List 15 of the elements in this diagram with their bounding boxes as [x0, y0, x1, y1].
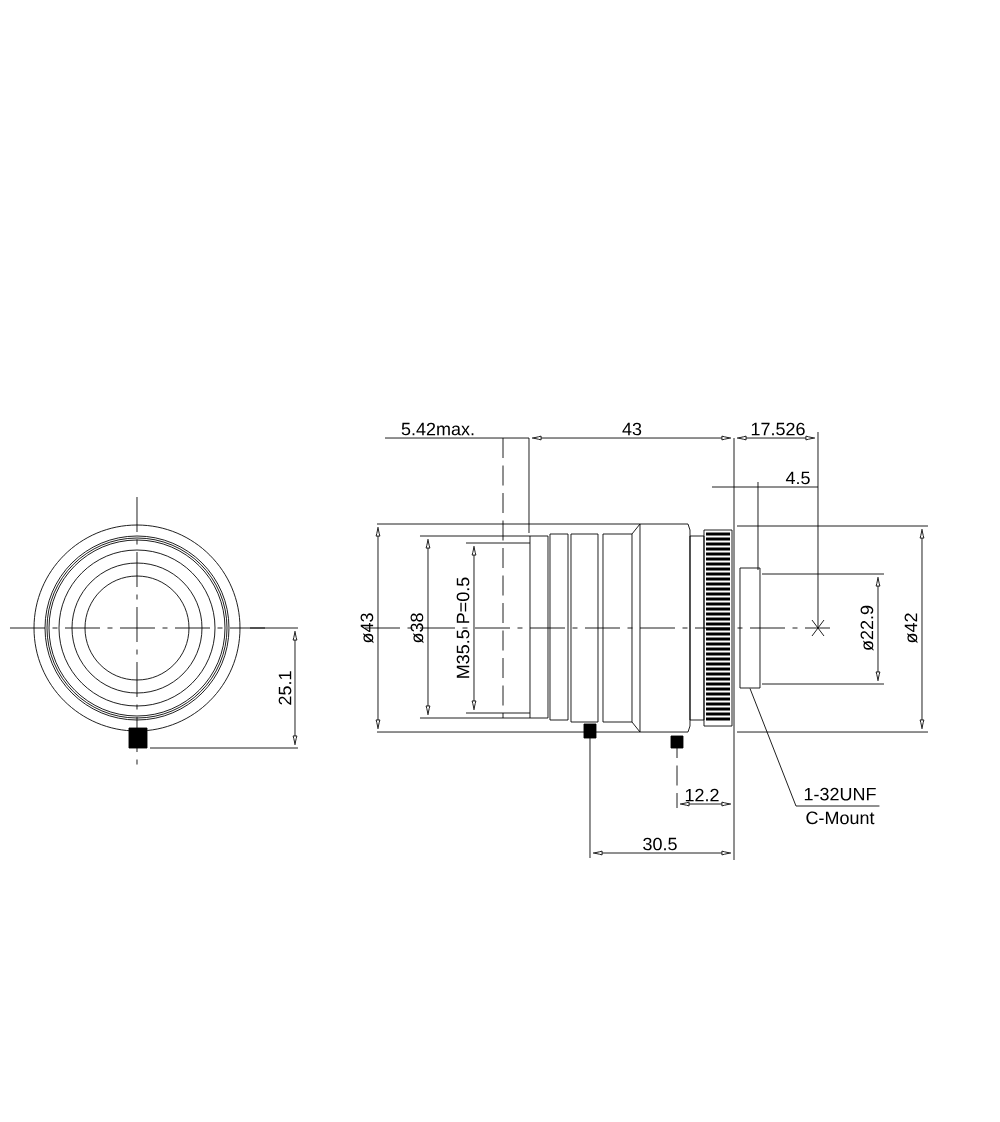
- dimension-text: ø38: [410, 613, 424, 644]
- dimension-text: 43: [622, 422, 642, 436]
- callout-text: 1-32UNF C-Mount: [804, 787, 876, 825]
- dimension-text: ø22.9: [860, 605, 874, 651]
- dimension-text: 17.526: [751, 422, 805, 436]
- dimension-text: 25.1: [278, 671, 292, 705]
- mount-thread: [739, 567, 761, 689]
- dimension-text: M35.5 P=0.5: [456, 577, 470, 678]
- dimension-text: 30.5: [643, 837, 677, 851]
- dimension-text: ø43: [360, 613, 374, 644]
- dimension-text: 12.2: [685, 788, 719, 802]
- dimension-text: ø42: [904, 613, 918, 644]
- dimension-text: 5.42max.: [401, 422, 474, 436]
- leader-line: [749, 688, 880, 807]
- dimension-text: 4.5: [785, 471, 810, 485]
